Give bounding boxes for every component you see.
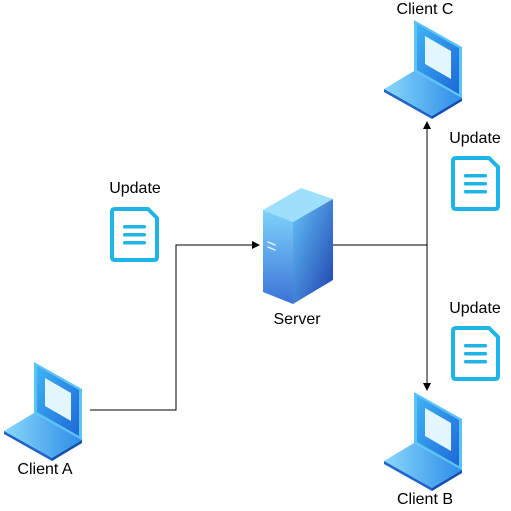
- client-c-laptop-icon: [384, 20, 462, 119]
- client-c-label: Client C: [396, 1, 454, 18]
- update-label-b: Update: [449, 300, 501, 317]
- update-label-a: Update: [109, 180, 161, 197]
- client-b-label: Client B: [396, 491, 454, 508]
- update-document-icon-a: [110, 207, 159, 262]
- connector-client-a-to-server: [90, 241, 260, 411]
- update-document-icon-b: [451, 326, 500, 381]
- server-label: Server: [273, 311, 321, 328]
- server-icon: [263, 188, 333, 304]
- update-document-icon-c: [451, 156, 500, 211]
- client-a-label: Client A: [17, 461, 73, 478]
- client-a-laptop-icon: [4, 362, 82, 461]
- update-label-c: Update: [449, 130, 501, 147]
- client-b-laptop-icon: [384, 392, 462, 491]
